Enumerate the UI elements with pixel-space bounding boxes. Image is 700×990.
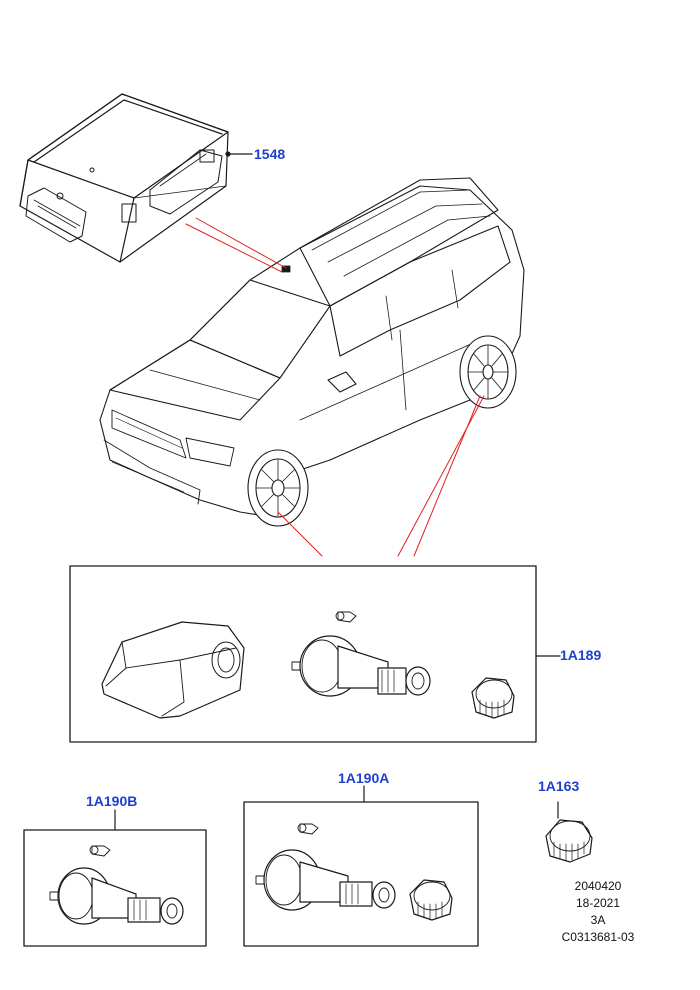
tpms-kit-box <box>69 565 561 743</box>
vehicle-outline <box>99 177 525 527</box>
reference-line-4: C0313681-03 <box>561 930 635 944</box>
callout-1a190a[interactable]: 1A190A <box>338 770 390 786</box>
valve-kit-b-box <box>23 809 207 947</box>
reference-line-3: 3A <box>590 913 606 927</box>
reference-line-1: 2040420 <box>574 879 622 893</box>
callout-1548[interactable]: 1548 <box>254 146 286 162</box>
tpms-control-module <box>19 93 253 263</box>
leader-lines <box>185 217 485 557</box>
diagram-reference-block: 2040420 18-2021 3A C0313681-03 <box>548 878 648 946</box>
callout-1a190b[interactable]: 1A190B <box>86 793 138 809</box>
callout-1a189[interactable]: 1A189 <box>560 647 602 663</box>
valve-kit-a-box <box>243 785 479 947</box>
valve-cap-part <box>545 801 593 863</box>
reference-line-2: 18-2021 <box>575 896 621 910</box>
callout-1a163[interactable]: 1A163 <box>538 778 580 794</box>
